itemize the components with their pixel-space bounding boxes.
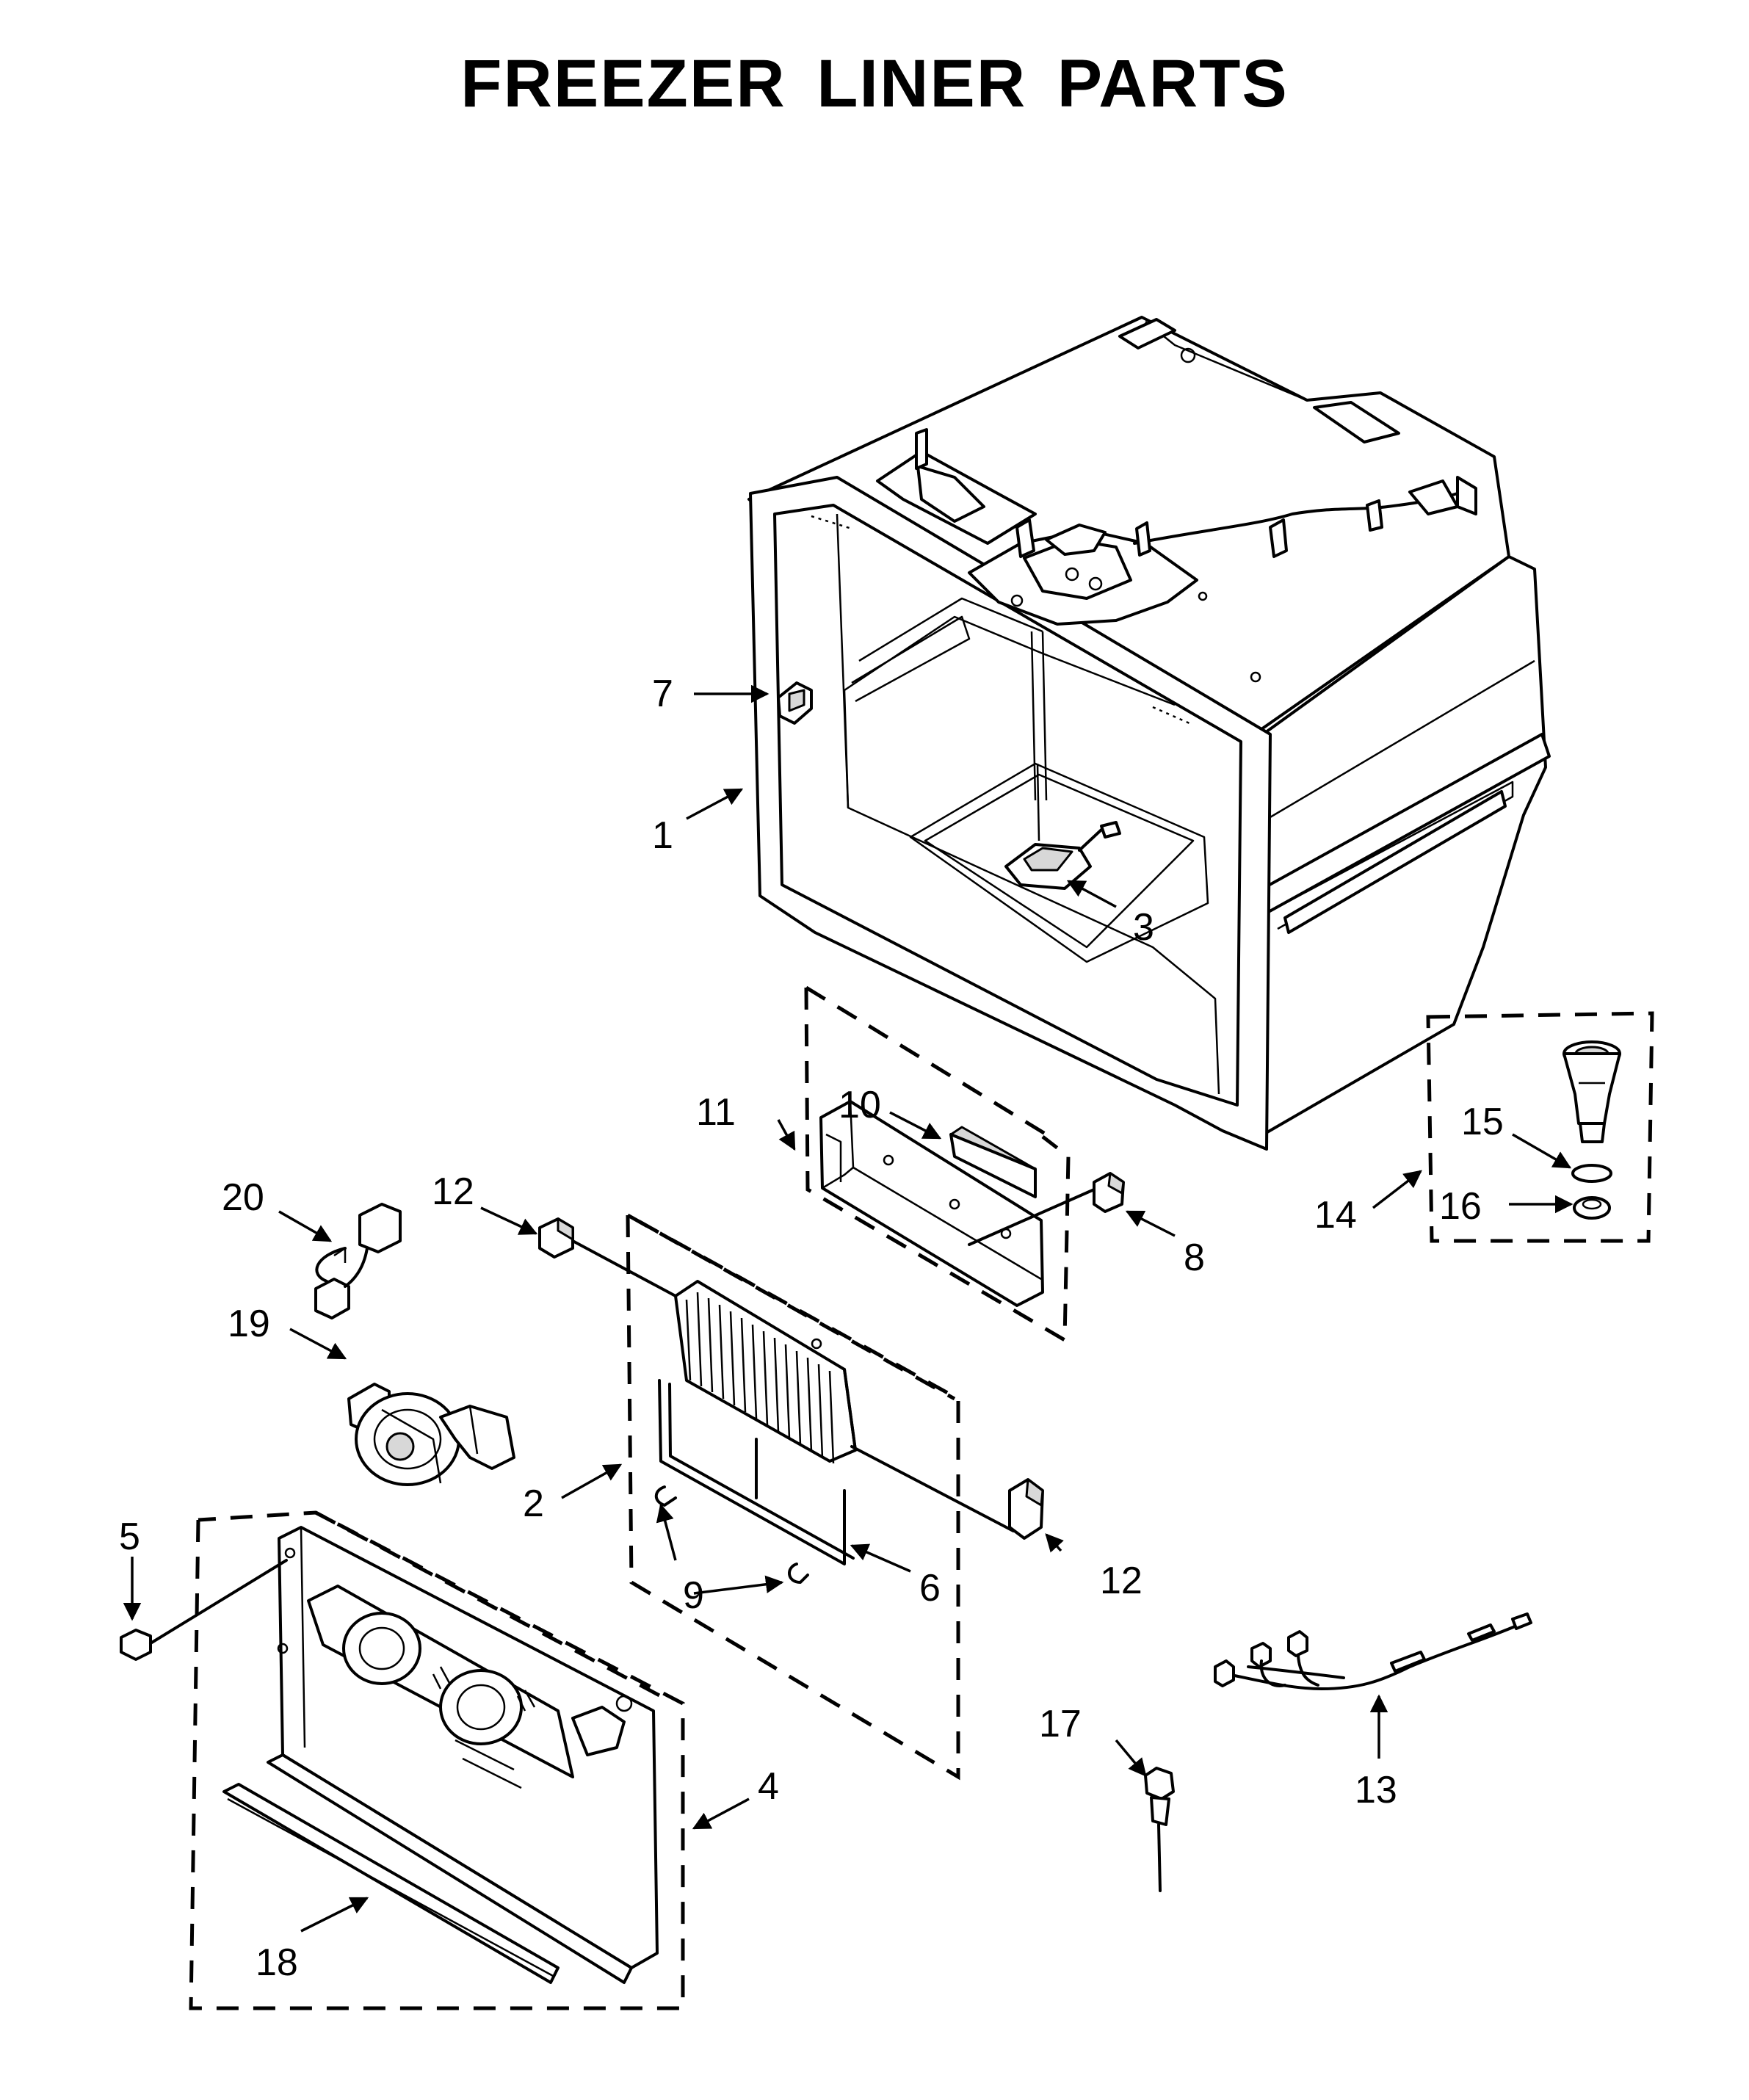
- callout-12-left: 12: [432, 1170, 474, 1213]
- callout-14: 14: [1314, 1194, 1357, 1237]
- callout-11: 11: [696, 1091, 736, 1134]
- callout-labels: 7 1 3 11 10 8 12 20 19 2 12 6 9 5 4 18 1…: [119, 673, 1504, 1984]
- thermistor-drawing[interactable]: [1144, 1767, 1175, 1892]
- callout-3: 3: [1133, 906, 1154, 949]
- drain-kit-group[interactable]: [1426, 1011, 1654, 1243]
- evaporator-cover-group[interactable]: [120, 1510, 685, 2010]
- callout-17: 17: [1039, 1703, 1082, 1745]
- evaporator-group[interactable]: [538, 1212, 1044, 1781]
- drain-trough-group[interactable]: [804, 985, 1125, 1344]
- callout-9: 9: [683, 1574, 704, 1617]
- callout-20: 20: [222, 1176, 264, 1219]
- callout-18: 18: [256, 1941, 298, 1984]
- callout-5: 5: [119, 1516, 140, 1558]
- callout-8: 8: [1184, 1237, 1205, 1279]
- callout-1: 1: [652, 814, 673, 857]
- callout-4: 4: [758, 1765, 779, 1808]
- callout-16: 16: [1439, 1185, 1482, 1228]
- callout-15: 15: [1461, 1101, 1504, 1143]
- callout-10: 10: [839, 1084, 881, 1126]
- callout-19: 19: [228, 1303, 270, 1345]
- callout-13: 13: [1355, 1769, 1397, 1811]
- leader-lines: [123, 684, 1574, 1933]
- fan-motor-group[interactable]: [314, 1203, 515, 1486]
- wire-harness-drawing[interactable]: [1214, 1612, 1532, 1690]
- callout-12-right: 12: [1100, 1560, 1143, 1602]
- callout-7: 7: [652, 673, 673, 715]
- freezer-liner-drawing[interactable]: [747, 316, 1551, 1151]
- callout-2: 2: [523, 1482, 544, 1525]
- callout-6: 6: [919, 1567, 941, 1610]
- page-title: FREEZER LINER PARTS: [460, 46, 1289, 121]
